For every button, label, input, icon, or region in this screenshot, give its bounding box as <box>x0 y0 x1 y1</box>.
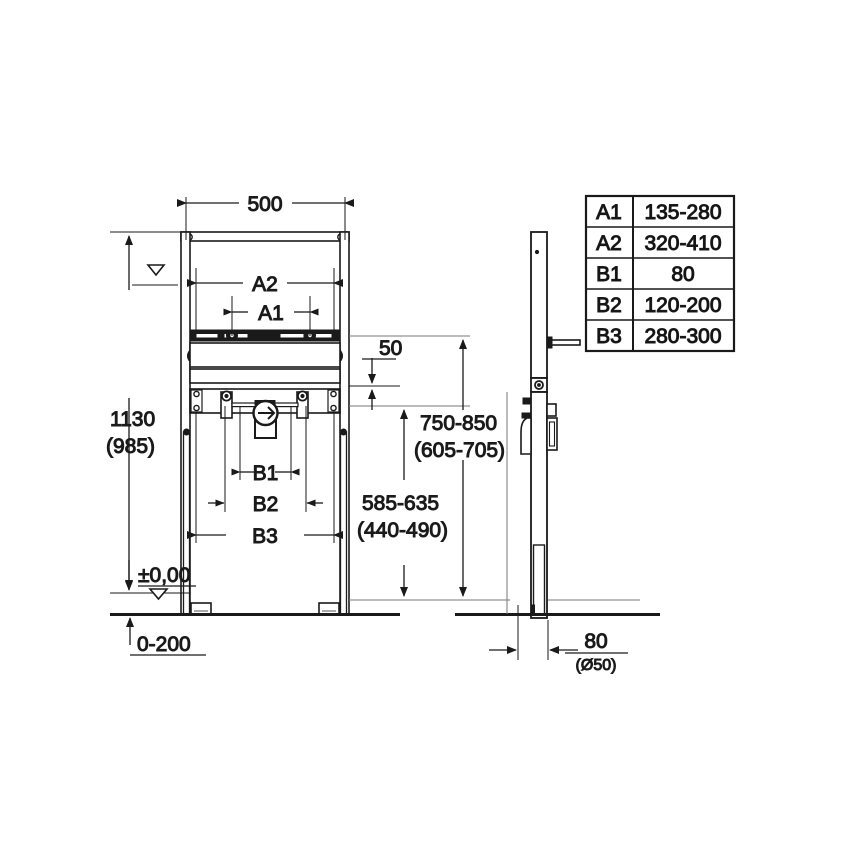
dimension-50: 50 <box>349 335 418 387</box>
dim-585-635-label: 585-635 <box>362 492 439 515</box>
dimension-0-200: 0-200 <box>126 617 206 657</box>
table-cell-value: 320-410 <box>644 232 721 255</box>
dimension-a1: A1 <box>223 296 319 336</box>
dimension-80-depth: 80 (Ø50) <box>489 605 628 675</box>
dim-d50-label: (Ø50) <box>576 657 617 674</box>
dimension-b3: B3 <box>187 413 343 549</box>
dimension-b2: B2 <box>208 406 323 517</box>
floor-ref-label: ±0,00 <box>138 564 190 587</box>
table-cell-code: B2 <box>596 294 622 317</box>
table-cell-code: B1 <box>596 263 622 286</box>
table-cell-value: 120-200 <box>644 294 721 317</box>
dim-b3-label: B3 <box>252 525 278 548</box>
dim-585-635-alt-label: (440-490) <box>357 519 448 542</box>
table-row: A1 135-280 <box>596 201 722 225</box>
table-cell-code: A1 <box>596 201 622 224</box>
floor-reference-marker: ±0,00 <box>118 560 196 601</box>
table-cell-code: A2 <box>596 232 622 255</box>
dim-a2-label: A2 <box>252 273 278 296</box>
dimension-height-1130: 1130 (985) <box>106 231 190 594</box>
table-cell-value: 80 <box>671 263 694 286</box>
dimension-750-850: 750-850 (605-705) <box>349 335 506 597</box>
table-cell-value: 280-300 <box>644 325 721 348</box>
table-row: B2 120-200 <box>596 294 722 318</box>
dim-500-label: 500 <box>247 193 282 216</box>
table-cell-code: B3 <box>596 325 622 348</box>
front-view-frame <box>110 231 400 616</box>
dim-a1-label: A1 <box>258 302 284 325</box>
dim-50-label: 50 <box>379 337 402 360</box>
side-view-frame <box>455 231 660 619</box>
dim-750-850-alt-label: (605-705) <box>414 439 505 462</box>
dimension-a2: A2 <box>187 268 343 336</box>
dim-1130-label: 1130 <box>110 408 155 431</box>
table-row: A2 320-410 <box>596 232 722 256</box>
dimension-width-500: 500 <box>177 193 354 240</box>
dim-b2-label: B2 <box>253 493 279 516</box>
table-row: B1 80 <box>596 263 696 287</box>
spec-table: A1 135-280 A2 320-410 B1 80 B2 120-200 B… <box>584 194 736 353</box>
table-row: B3 280-300 <box>596 325 722 349</box>
dimension-585-635: 585-635 (440-490) <box>349 405 470 601</box>
dim-80-label: 80 <box>584 630 607 653</box>
dim-750-850-label: 750-850 <box>420 412 497 435</box>
dim-b1-label: B1 <box>253 462 279 485</box>
dim-1130-alt-label: (985) <box>106 435 155 458</box>
table-cell-value: 135-280 <box>644 201 721 224</box>
dimension-b1: B1 <box>231 406 300 486</box>
dim-0-200-label: 0-200 <box>137 633 191 656</box>
